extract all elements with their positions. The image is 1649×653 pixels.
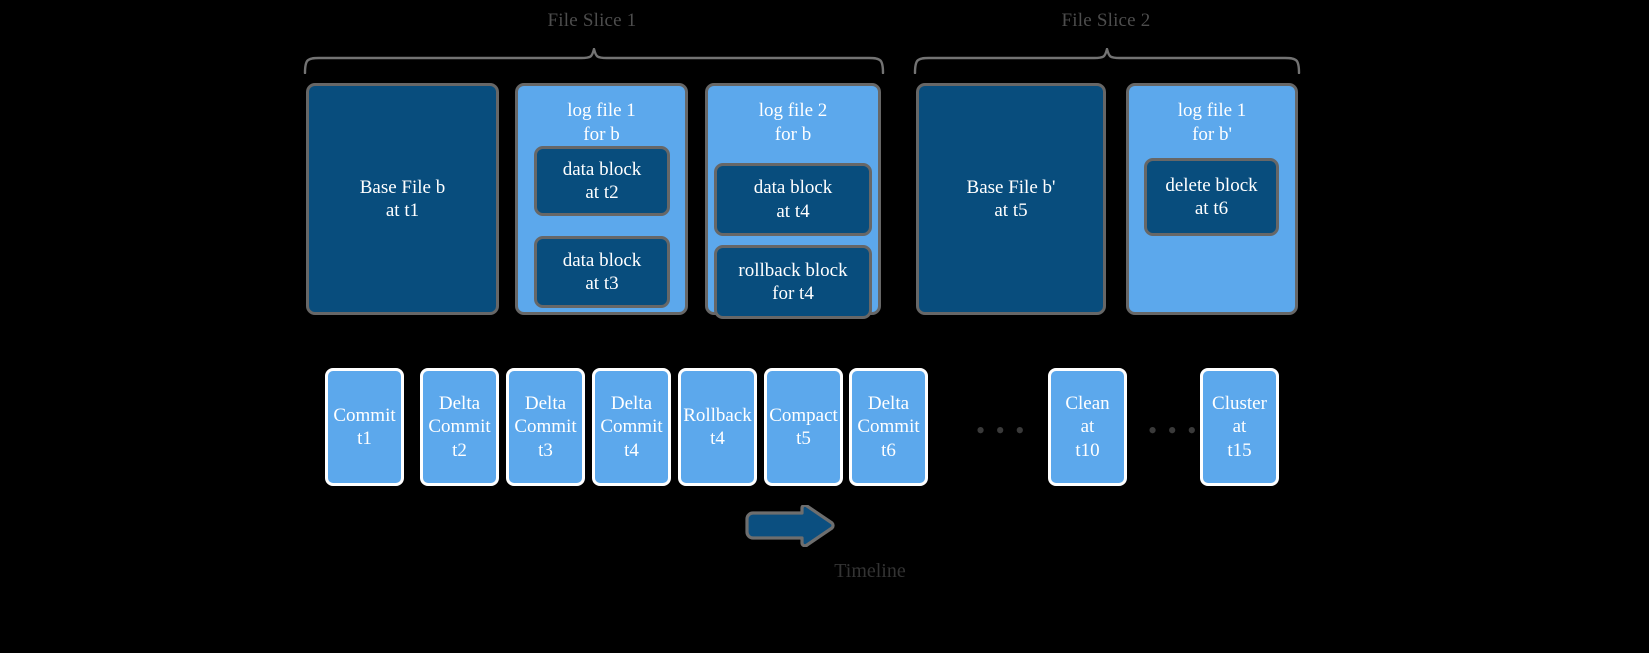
timeline-event-line: t2 (452, 439, 467, 461)
timeline-event-line: Cluster (1212, 393, 1267, 415)
base-file-bprime-line2: at t5 (994, 200, 1028, 221)
timeline-event-line: Rollback (683, 404, 752, 426)
timeline-event-line: Delta (438, 393, 481, 415)
log-file-1-for-bprime-title: log file 1 for b' (1129, 99, 1295, 146)
timeline-event-delta-commit-t6-text: Delta Commit t6 (857, 392, 919, 462)
timeline-event-line: Compact (769, 404, 838, 426)
timeline-event-line: Commit (600, 416, 663, 438)
timeline-event-line: t4 (710, 428, 725, 449)
data-block-t4-line2: at t4 (776, 200, 810, 222)
log-file-2-for-b-title-line2: for b (774, 123, 812, 145)
log-file-1-for-bprime-title-line2: for b' (1192, 123, 1232, 145)
timeline-event-line: Delta (524, 393, 567, 415)
rollback-block-t4-box[interactable]: rollback block for t4 (714, 245, 872, 319)
timeline-event-commit-t1-text: Commit t1 (333, 404, 395, 450)
timeline-event-line: Commit (514, 416, 577, 438)
data-block-t3-text: data block at t3 (537, 239, 667, 305)
log-file-1-for-b-title-line2: for b (583, 123, 620, 145)
delete-block-t6-line1: delete block (1165, 174, 1258, 196)
timeline-event-line: t6 (881, 439, 896, 461)
timeline-ellipsis-1: • • • (976, 416, 1027, 445)
timeline-event-line: t15 (1227, 439, 1252, 461)
file-slice-1-label: File Slice 1 (547, 10, 637, 31)
timeline-event-clean-t10-text: Clean at t10 (1065, 392, 1109, 462)
timeline-event-line: at (1080, 416, 1095, 438)
timeline-event-compact-t5-text: Compact t5 (769, 404, 838, 450)
timeline-event-delta-commit-t4[interactable]: Delta Commit t4 (592, 368, 671, 486)
timeline-event-line: Commit (333, 404, 396, 426)
timeline-direction-arrow-icon (740, 505, 836, 547)
timeline-event-cluster-t15-text: Cluster at t15 (1212, 392, 1267, 462)
delete-block-t6-box[interactable]: delete block at t6 (1144, 158, 1279, 236)
log-file-1-for-bprime-title-line1: log file 1 (1177, 100, 1247, 121)
data-block-t3-line1: data block (562, 249, 642, 271)
delete-block-t6-text: delete block at t6 (1147, 161, 1276, 233)
timeline-event-rollback-t4[interactable]: Rollback t4 (678, 368, 757, 486)
log-file-1-for-b-title-line1: log file 1 (567, 100, 636, 121)
timeline-event-delta-commit-t3-text: Delta Commit t3 (514, 392, 576, 462)
base-file-bprime-box[interactable]: Base File b' at t5 (916, 83, 1106, 315)
data-block-t4-text: data block at t4 (717, 166, 869, 233)
log-file-2-for-b-title: log file 2 for b (708, 99, 878, 146)
file-slice-1-brace (303, 48, 885, 74)
timeline-event-compact-t5[interactable]: Compact t5 (764, 368, 843, 486)
base-file-b-line2: at t1 (385, 200, 420, 221)
timeline-event-line: Commit (857, 416, 920, 438)
base-file-bprime-text: Base File b' at t5 (919, 86, 1103, 312)
timeline-event-delta-commit-t3[interactable]: Delta Commit t3 (506, 368, 585, 486)
data-block-t4-line1: data block (753, 177, 833, 199)
data-block-t3-line2: at t3 (585, 273, 619, 294)
log-file-1-for-b-title: log file 1 for b (518, 99, 685, 146)
timeline-ellipsis-2: • • • (1148, 416, 1199, 445)
data-block-t2-text: data block at t2 (537, 149, 667, 213)
timeline-event-delta-commit-t4-text: Delta Commit t4 (600, 392, 662, 462)
base-file-b-box[interactable]: Base File b at t1 (306, 83, 499, 315)
timeline-event-line: t5 (796, 428, 811, 449)
base-file-b-text: Base File b at t1 (309, 86, 496, 312)
base-file-b-line1: Base File b (359, 176, 446, 198)
rollback-block-t4-line1: rollback block (738, 259, 848, 281)
timeline-event-line: Clean (1065, 393, 1110, 415)
timeline-event-delta-commit-t2[interactable]: Delta Commit t2 (420, 368, 499, 486)
delete-block-t6-line2: at t6 (1194, 198, 1229, 219)
timeline-event-delta-commit-t2-text: Delta Commit t2 (428, 392, 490, 462)
timeline-event-line: t10 (1075, 439, 1100, 461)
data-block-t4-box[interactable]: data block at t4 (714, 163, 872, 236)
timeline-event-rollback-t4-text: Rollback t4 (683, 404, 752, 450)
data-block-t3-box[interactable]: data block at t3 (534, 236, 670, 308)
data-block-t2-line1: data block (562, 158, 642, 180)
timeline-event-delta-commit-t6[interactable]: Delta Commit t6 (849, 368, 928, 486)
data-block-t2-line2: at t2 (585, 182, 619, 203)
timeline-event-line: Delta (610, 393, 653, 415)
file-slice-2-label: File Slice 2 (1061, 10, 1151, 31)
timeline-event-line: at (1232, 416, 1247, 438)
timeline-event-line: t3 (538, 439, 553, 461)
timeline-event-line: Delta (867, 393, 910, 415)
log-file-2-for-b-title-line1: log file 2 (758, 100, 828, 121)
file-slice-2-brace (913, 48, 1301, 74)
timeline-event-clean-t10[interactable]: Clean at t10 (1048, 368, 1127, 486)
timeline-event-line: t4 (624, 439, 639, 461)
base-file-bprime-line1: Base File b' (966, 176, 1056, 198)
timeline-event-line: t1 (357, 428, 372, 449)
data-block-t2-box[interactable]: data block at t2 (534, 146, 670, 216)
rollback-block-t4-text: rollback block for t4 (717, 248, 869, 316)
timeline-event-cluster-t15[interactable]: Cluster at t15 (1200, 368, 1279, 486)
timeline-event-commit-t1[interactable]: Commit t1 (325, 368, 404, 486)
timeline-event-line: Commit (428, 416, 491, 438)
timeline-label: Timeline (834, 560, 906, 582)
rollback-block-t4-line2: for t4 (772, 283, 814, 304)
